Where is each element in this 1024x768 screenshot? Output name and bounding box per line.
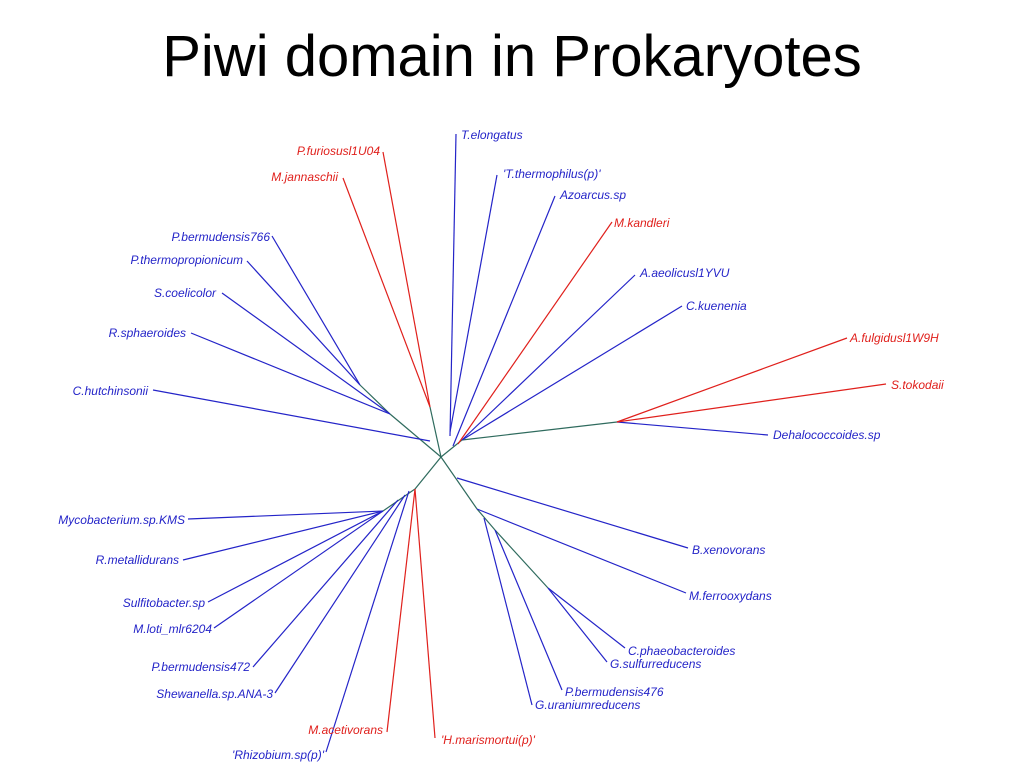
internal-branch: [359, 384, 391, 415]
leaf-label: R.metallidurans: [96, 553, 179, 567]
leaf-label: S.tokodaii: [891, 378, 944, 392]
bacterial-branches: [152, 133, 769, 753]
branch-s-coelicolor: [221, 292, 391, 415]
internal-branch: [461, 421, 618, 441]
branch-sulfitobacter: [207, 510, 384, 603]
leaf-label: Sulfitobacter.sp: [123, 596, 206, 610]
branch-shewanella: [274, 494, 406, 694]
internal-branch: [382, 488, 416, 512]
branch-t-thermophilus: [449, 174, 498, 433]
branch-g-sulfurreducens: [547, 587, 608, 663]
leaf-label: Azoarcus.sp: [559, 188, 626, 202]
leaf-label: C.phaeobacteroides: [628, 644, 735, 658]
branch-c-phaeobacteroides: [547, 587, 626, 649]
branch-c-hutchinsonii: [152, 389, 431, 442]
leaf-label: 'T.thermophilus(p)': [503, 167, 601, 181]
leaf-label: P.bermudensis472: [151, 660, 250, 674]
leaf-label: C.kuenenia: [686, 299, 747, 313]
internal-branch: [440, 456, 478, 510]
branch-rhizobium: [325, 490, 410, 753]
branch-r-metallidurans: [182, 510, 384, 561]
branch-m-acetivorans: [386, 488, 416, 733]
leaf-label: Mycobacterium.sp.KMS: [58, 513, 185, 527]
leaf-label: 'H.marismortui(p)': [441, 733, 536, 747]
branch-c-kuenenia: [461, 305, 683, 441]
branch-s-tokodaii: [616, 383, 887, 423]
branch-t-elongatus: [449, 133, 457, 437]
branch-azoarcus: [452, 195, 556, 447]
branch-a-aeolicus: [461, 274, 636, 441]
leaf-label: M.ferrooxydans: [689, 589, 772, 603]
leaf-label: B.xenovorans: [692, 543, 765, 557]
archaeal-labels: P.furiosusl1U04 M.jannaschii M.kandleri …: [271, 144, 944, 747]
leaf-label: A.fulgidusl1W9H: [849, 331, 939, 345]
leaf-label: M.kandleri: [614, 216, 670, 230]
branch-dehalococcoides: [616, 421, 769, 436]
leaf-label: G.uraniumreducens: [535, 698, 640, 712]
branch-p-bermudensis476: [494, 529, 563, 691]
branch-m-ferrooxydans: [476, 508, 687, 594]
leaf-label: A.aeolicusl1YVU: [639, 266, 730, 280]
internal-branch: [429, 406, 442, 458]
leaf-label: S.coelicolor: [154, 286, 217, 300]
branch-mycobacterium: [187, 510, 384, 520]
branch-p-thermopropionicum: [246, 260, 361, 386]
archaeal-branches: [342, 151, 887, 739]
internal-branch: [494, 529, 549, 589]
bacterial-labels: T.elongatus 'T.thermophilus(p)' Azoarcus…: [58, 128, 880, 762]
branch-p-bermudensis472: [252, 499, 399, 668]
branch-m-loti: [213, 510, 384, 629]
branch-p-bermudensis766: [271, 235, 361, 386]
leaf-label: M.jannaschii: [271, 170, 338, 184]
branch-h-marismortui: [414, 488, 436, 739]
leaf-label: M.acetivorans: [308, 723, 383, 737]
leaf-label: P.bermudensis766: [171, 230, 270, 244]
internal-branch: [389, 413, 442, 458]
leaf-label: Shewanella.sp.ANA-3: [156, 687, 273, 701]
branch-b-xenovorans: [456, 477, 689, 549]
branch-r-sphaeroides: [190, 332, 391, 415]
branch-p-furiosus: [382, 151, 431, 408]
internal-branch: [476, 508, 496, 531]
internal-branch: [414, 456, 442, 490]
leaf-label: 'Rhizobium.sp(p)': [232, 748, 325, 762]
leaf-label: C.hutchinsonii: [73, 384, 149, 398]
leaf-label: T.elongatus: [461, 128, 523, 142]
leaf-label: M.loti_mlr6204: [133, 622, 212, 636]
leaf-label: P.thermopropionicum: [130, 253, 243, 267]
branch-m-kandleri: [457, 221, 613, 445]
branch-a-fulgidus: [616, 337, 848, 423]
branch-m-jannaschii: [342, 177, 431, 408]
branch-g-uraniumreducens: [483, 517, 533, 706]
leaf-label: P.furiosusl1U04: [297, 144, 380, 158]
slide-title: Piwi domain in Prokaryotes: [162, 24, 862, 89]
leaf-label: Dehalococcoides.sp: [773, 428, 881, 442]
leaf-label: R.sphaeroides: [109, 326, 186, 340]
leaf-label: G.sulfurreducens: [610, 657, 701, 671]
internal-branches: [359, 384, 618, 589]
leaf-label: P.bermudensis476: [565, 685, 664, 699]
